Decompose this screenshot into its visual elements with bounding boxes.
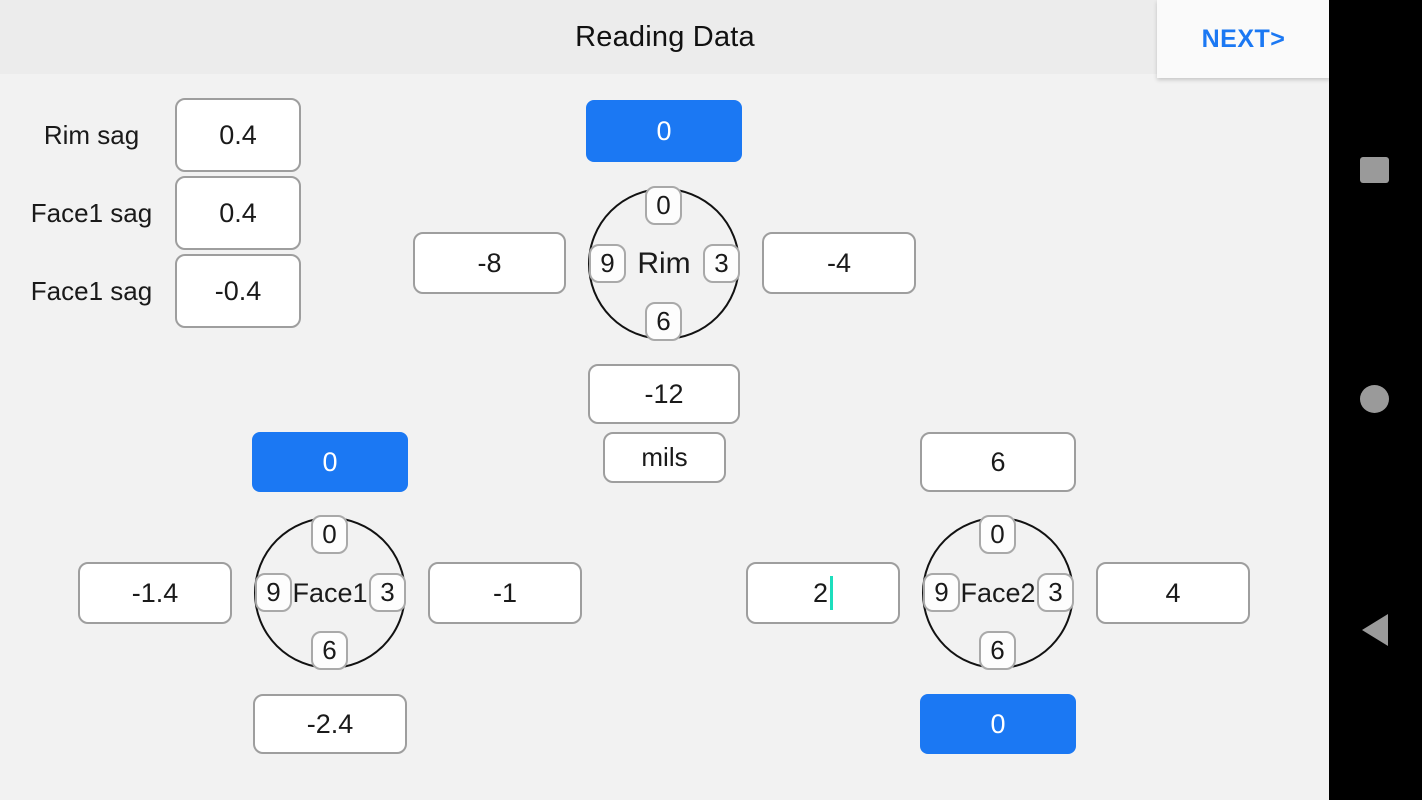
face1-pos-9-badge: 9 [255, 573, 292, 612]
face1-pos-3-badge: 3 [369, 573, 406, 612]
rim-dial-name: Rim [637, 247, 691, 280]
face2-0-oclock-input[interactable]: 6 [920, 432, 1076, 492]
face2-3-oclock-input[interactable]: 4 [1096, 562, 1250, 624]
face1-9-oclock-input[interactable]: -1.4 [78, 562, 232, 624]
next-button[interactable]: NEXT> [1157, 0, 1330, 78]
rim-pos-9-badge: 9 [589, 244, 626, 283]
face1-dial-name: Face1 [292, 577, 368, 608]
face1-sag-label-2: Face1 sag [30, 275, 153, 306]
back-icon[interactable] [1362, 614, 1388, 646]
text-cursor [830, 576, 834, 610]
rim-pos-0-badge: 0 [645, 186, 682, 225]
rim-pos-6-badge: 6 [645, 302, 682, 341]
rim-pos-3-badge: 3 [703, 244, 740, 283]
rim-3-oclock-input[interactable]: -4 [762, 232, 916, 294]
rim-sag-input[interactable]: 0.4 [175, 98, 301, 172]
face2-pos-3-badge: 3 [1037, 573, 1074, 612]
next-button-label: NEXT> [1201, 24, 1286, 53]
face1-sag-input[interactable]: 0.4 [175, 176, 301, 250]
face2-pos-9-badge: 9 [923, 573, 960, 612]
face1-zero-button[interactable]: 0 [252, 432, 408, 492]
face1-sag-label: Face1 sag [30, 197, 153, 228]
face2-9-oclock-value: 2 [812, 577, 829, 608]
home-icon[interactable] [1360, 385, 1389, 413]
rim-sag-label: Rim sag [43, 119, 140, 150]
face1-pos-0-badge: 0 [311, 515, 348, 554]
face1-6-oclock-input[interactable]: -2.4 [253, 694, 407, 754]
face2-9-oclock-input[interactable]: 2 [746, 562, 900, 624]
page-title: Reading Data [575, 20, 755, 53]
android-navbar [1329, 0, 1422, 800]
face1-3-oclock-input[interactable]: -1 [428, 562, 582, 624]
face2-dial-name: Face2 [960, 577, 1036, 608]
face1-sag-input-2[interactable]: -0.4 [175, 254, 301, 328]
face1-pos-6-badge: 6 [311, 631, 348, 670]
face2-pos-6-badge: 6 [979, 631, 1016, 670]
recents-icon[interactable] [1360, 157, 1389, 183]
rim-6-oclock-input[interactable]: -12 [588, 364, 740, 424]
rim-zero-button[interactable]: 0 [586, 100, 742, 162]
face2-pos-0-badge: 0 [979, 515, 1016, 554]
rim-9-oclock-input[interactable]: -8 [413, 232, 566, 294]
face2-zero-button[interactable]: 0 [920, 694, 1076, 754]
units-button[interactable]: mils [603, 432, 726, 483]
header-bar: Reading Data [0, 0, 1330, 74]
